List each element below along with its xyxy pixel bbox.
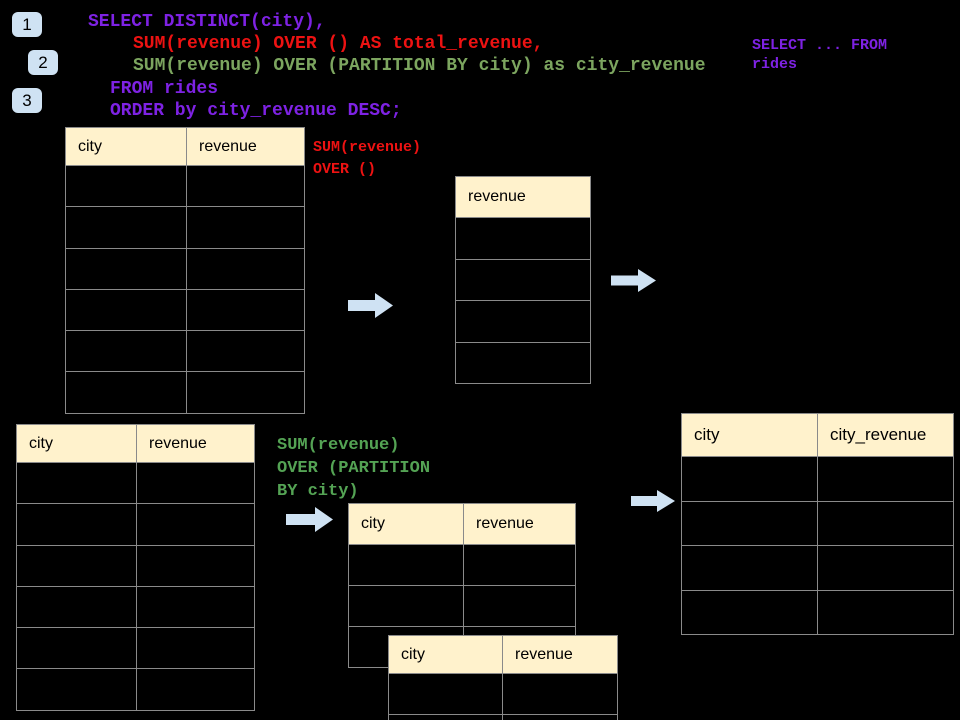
table-header-cell: revenue	[187, 128, 305, 166]
table-empty-cell	[818, 590, 954, 635]
step-badge-1: 1	[12, 12, 42, 37]
table-empty-cell	[682, 590, 818, 635]
arrow-right-icon	[348, 293, 393, 323]
step-badge-2: 2	[28, 50, 58, 75]
table-empty-cell	[187, 372, 305, 414]
table-empty-cell	[17, 545, 137, 587]
table-empty-cell	[137, 504, 255, 546]
table-empty-cell	[456, 301, 591, 343]
arrow-right-icon	[611, 269, 656, 297]
table-empty-cell	[682, 546, 818, 591]
table-header-cell: city	[66, 128, 187, 166]
table-empty-cell	[818, 457, 954, 502]
table-empty-cell	[389, 715, 503, 720]
table-empty-cell	[17, 463, 137, 505]
step-badge-3: 3	[12, 88, 42, 113]
table-empty-cell	[17, 586, 137, 629]
table-empty-cell	[66, 372, 187, 414]
table-empty-cell	[137, 463, 255, 505]
table-empty-cell	[503, 715, 618, 720]
table-empty-cell	[349, 586, 464, 627]
code-line: SELECT DISTINCT(city),	[88, 12, 326, 32]
table-header-cell: city	[682, 414, 818, 457]
table-empty-cell	[818, 501, 954, 546]
table-empty-cell	[187, 289, 305, 332]
table-header-cell: revenue	[464, 504, 576, 545]
table-empty-cell	[66, 289, 187, 332]
table-header-cell: city_revenue	[818, 414, 954, 457]
label-sum-over-partition: SUM(revenue) OVER (PARTITION BY city)	[277, 436, 431, 501]
table-header-cell: revenue	[503, 636, 618, 674]
table-empty-cell	[66, 207, 187, 249]
table-empty-cell	[137, 545, 255, 587]
table-empty-cell	[464, 545, 576, 586]
table-empty-cell	[503, 674, 618, 715]
table-empty-cell	[389, 674, 503, 715]
table-empty-cell	[187, 331, 305, 373]
table-empty-cell	[66, 166, 187, 208]
code-line: FROM rides	[110, 79, 219, 99]
table-empty-cell	[17, 669, 137, 711]
table-empty-cell	[818, 546, 954, 591]
table-empty-cell	[187, 207, 305, 249]
label-sum-over-total: SUM(revenue) OVER ()	[313, 139, 422, 178]
table-header-cell: revenue	[456, 177, 591, 218]
table-empty-cell	[17, 628, 137, 670]
table-empty-cell	[456, 259, 591, 301]
table-empty-cell	[66, 331, 187, 373]
table-empty-cell	[17, 504, 137, 546]
code-line: ORDER by city_revenue DESC;	[110, 101, 402, 121]
table-header-cell: city	[17, 425, 137, 463]
table-empty-cell	[187, 166, 305, 208]
table-empty-cell	[682, 457, 818, 502]
table-empty-cell	[66, 248, 187, 290]
side-note-query: SELECT ... FROM rides	[752, 37, 888, 73]
table-header-cell: revenue	[137, 425, 255, 463]
table-empty-cell	[137, 628, 255, 670]
table-empty-cell	[682, 501, 818, 546]
table-empty-cell	[349, 545, 464, 586]
arrow-right-icon	[631, 490, 675, 517]
table-header-cell: city	[389, 636, 503, 674]
table-empty-cell	[456, 218, 591, 260]
arrow-right-icon	[286, 507, 333, 537]
table-header-cell: city	[349, 504, 464, 545]
table-total-revenue-result: revenue	[455, 176, 591, 384]
code-line: SUM(revenue) OVER (PARTITION BY city) as…	[133, 56, 706, 76]
table-empty-cell	[464, 586, 576, 627]
table-empty-cell	[456, 342, 591, 384]
table-empty-cell	[137, 669, 255, 711]
table-empty-cell	[137, 586, 255, 629]
code-line: SUM(revenue) OVER () AS total_revenue,	[133, 34, 544, 54]
table-empty-cell	[187, 248, 305, 290]
